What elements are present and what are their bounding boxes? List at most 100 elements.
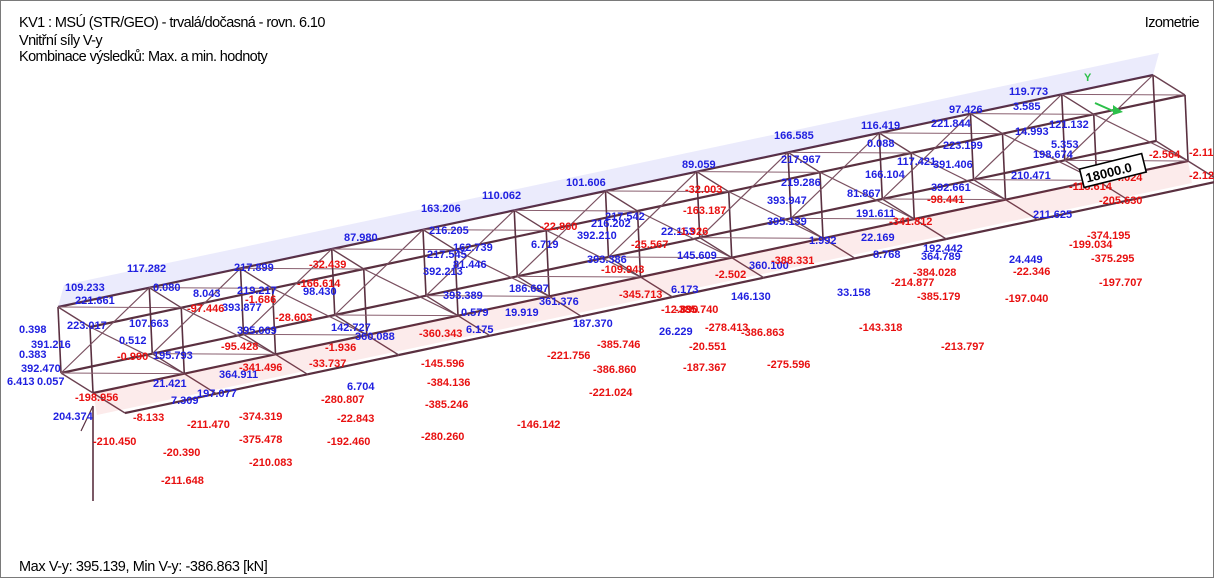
positive-force-label: 98.430 xyxy=(303,286,337,298)
positive-force-label: 22.153 xyxy=(661,226,695,238)
negative-force-label: -210.083 xyxy=(249,457,292,469)
positive-force-label: 117.421 xyxy=(897,156,936,168)
negative-force-label: -33.737 xyxy=(309,358,346,370)
negative-force-label: -2.113 xyxy=(1189,147,1214,159)
positive-force-label: 8.043 xyxy=(193,288,221,300)
negative-force-label: -198.956 xyxy=(75,392,118,404)
axis-y-label: Y xyxy=(1084,72,1092,84)
positive-force-label: 109.233 xyxy=(65,282,105,294)
positive-force-label: 142.727 xyxy=(331,322,371,334)
positive-force-label: 81.867 xyxy=(847,188,881,200)
positive-force-label: 116.419 xyxy=(861,120,900,132)
negative-force-label: -275.596 xyxy=(767,359,810,371)
combination-title: KV1 : MSÚ (STR/GEO) - trvalá/dočasná - r… xyxy=(19,15,325,31)
positive-force-label: 217.542 xyxy=(605,211,645,223)
negative-force-label: -385.740 xyxy=(675,304,718,316)
positive-force-label: 391.406 xyxy=(933,159,973,171)
positive-force-label: 21.421 xyxy=(153,378,187,390)
negative-force-label: -385.246 xyxy=(425,399,468,411)
positive-force-label: 186.697 xyxy=(509,283,549,295)
negative-force-label: -25.567 xyxy=(631,239,668,251)
positive-force-label: 0.088 xyxy=(867,138,895,150)
negative-force-label: -384.028 xyxy=(913,267,956,279)
positive-force-label: 166.104 xyxy=(865,169,906,181)
positive-force-label: 223.199 xyxy=(943,140,983,152)
positive-force-label: 81.446 xyxy=(453,259,487,271)
axis-indicator: Y xyxy=(1084,72,1123,115)
result-type-label: Vnitřní síly V-y xyxy=(19,33,103,49)
negative-force-label: -8.133 xyxy=(133,412,164,424)
positive-force-label: 392.470 xyxy=(21,363,61,375)
negative-force-label: -385.179 xyxy=(917,291,960,303)
negative-force-label: -197.707 xyxy=(1099,277,1142,289)
negative-force-label: -22.843 xyxy=(337,413,374,425)
positive-force-label: 210.471 xyxy=(1011,170,1051,182)
positive-force-label: 1.992 xyxy=(809,235,837,247)
positive-force-label: 6.413 xyxy=(7,376,35,388)
positive-force-label: 187.370 xyxy=(573,318,613,330)
positive-force-label: 6.719 xyxy=(531,239,559,251)
extreme-values-summary: Max V-y: 395.139, Min V-y: -386.863 [kN] xyxy=(19,559,268,575)
positive-force-label: 219.217 xyxy=(237,285,277,297)
negative-force-label: -385.746 xyxy=(597,339,640,351)
negative-force-label: -221.024 xyxy=(589,387,633,399)
truss-members xyxy=(57,73,1214,501)
positive-force-label: 19.919 xyxy=(505,307,539,319)
positive-force-label: 3.585 xyxy=(1013,101,1041,113)
positive-force-label: 146.130 xyxy=(731,291,771,303)
positive-force-label: 6.175 xyxy=(466,324,494,336)
negative-force-label: -22.346 xyxy=(1013,266,1050,278)
positive-force-label: 360.088 xyxy=(355,331,395,343)
positive-force-label: 393.877 xyxy=(222,302,262,314)
positive-force-label: 33.158 xyxy=(837,287,871,299)
negative-force-label: -187.367 xyxy=(683,362,726,374)
positive-force-label: 163.206 xyxy=(421,203,461,215)
positive-force-label: 119.773 xyxy=(1009,86,1048,98)
positive-force-label: 364.789 xyxy=(921,251,961,263)
negative-force-label: -210.450 xyxy=(93,436,136,448)
positive-force-label: 195.793 xyxy=(153,350,193,362)
positive-force-label: 211.625 xyxy=(1033,209,1072,221)
negative-force-label: -341.812 xyxy=(889,216,932,228)
positive-force-label: 5.353 xyxy=(1051,139,1079,151)
negative-force-label: -386.863 xyxy=(741,327,784,339)
negative-force-label: -211.648 xyxy=(161,475,204,487)
negative-force-label: -375.478 xyxy=(239,434,282,446)
positive-force-label: 360.100 xyxy=(749,260,789,272)
projection-label: Izometrie xyxy=(1144,15,1200,31)
positive-force-label: 395.139 xyxy=(767,216,807,228)
negative-force-label: -28.603 xyxy=(275,312,312,324)
negative-force-label: -374.319 xyxy=(239,411,282,423)
positive-force-label: 364.911 xyxy=(219,369,258,381)
negative-force-label: -375.295 xyxy=(1091,253,1134,265)
force-diagrams xyxy=(58,53,1192,415)
positive-force-label: 0.579 xyxy=(461,307,489,319)
negative-force-label: -143.318 xyxy=(859,322,902,334)
positive-force-label: 216.205 xyxy=(429,225,469,237)
positive-force-label: 117.282 xyxy=(127,263,166,275)
positive-force-label: 219.286 xyxy=(781,177,821,189)
negative-force-label: -109.943 xyxy=(601,264,644,276)
negative-force-label: -374.195 xyxy=(1087,230,1130,242)
positive-force-label: 107.663 xyxy=(129,318,169,330)
negative-force-label: -97.446 xyxy=(187,303,224,315)
negative-force-label: -98.441 xyxy=(927,194,964,206)
positive-force-label: 110.062 xyxy=(482,190,521,202)
positive-force-label: 121.132 xyxy=(1049,119,1089,131)
negative-force-label: -20.551 xyxy=(689,341,726,353)
positive-force-label: 89.059 xyxy=(682,159,716,171)
negative-force-label: -280.260 xyxy=(421,431,464,443)
positive-force-label: 392.661 xyxy=(931,182,971,194)
negative-force-label: -20.390 xyxy=(163,447,200,459)
negative-force-label: -166.614 xyxy=(297,278,341,290)
positive-force-label: 166.585 xyxy=(774,130,814,142)
negative-force-label: -345.713 xyxy=(619,289,662,301)
result-combination-label: Kombinace výsledků: Max. a min. hodnoty xyxy=(19,49,268,65)
positive-force-label: 392.210 xyxy=(577,230,617,242)
negative-force-label: -32.003 xyxy=(685,184,722,196)
positive-force-label: 26.229 xyxy=(659,326,693,338)
positive-force-label: 191.611 xyxy=(856,208,895,220)
negative-force-label: -386.860 xyxy=(593,364,636,376)
